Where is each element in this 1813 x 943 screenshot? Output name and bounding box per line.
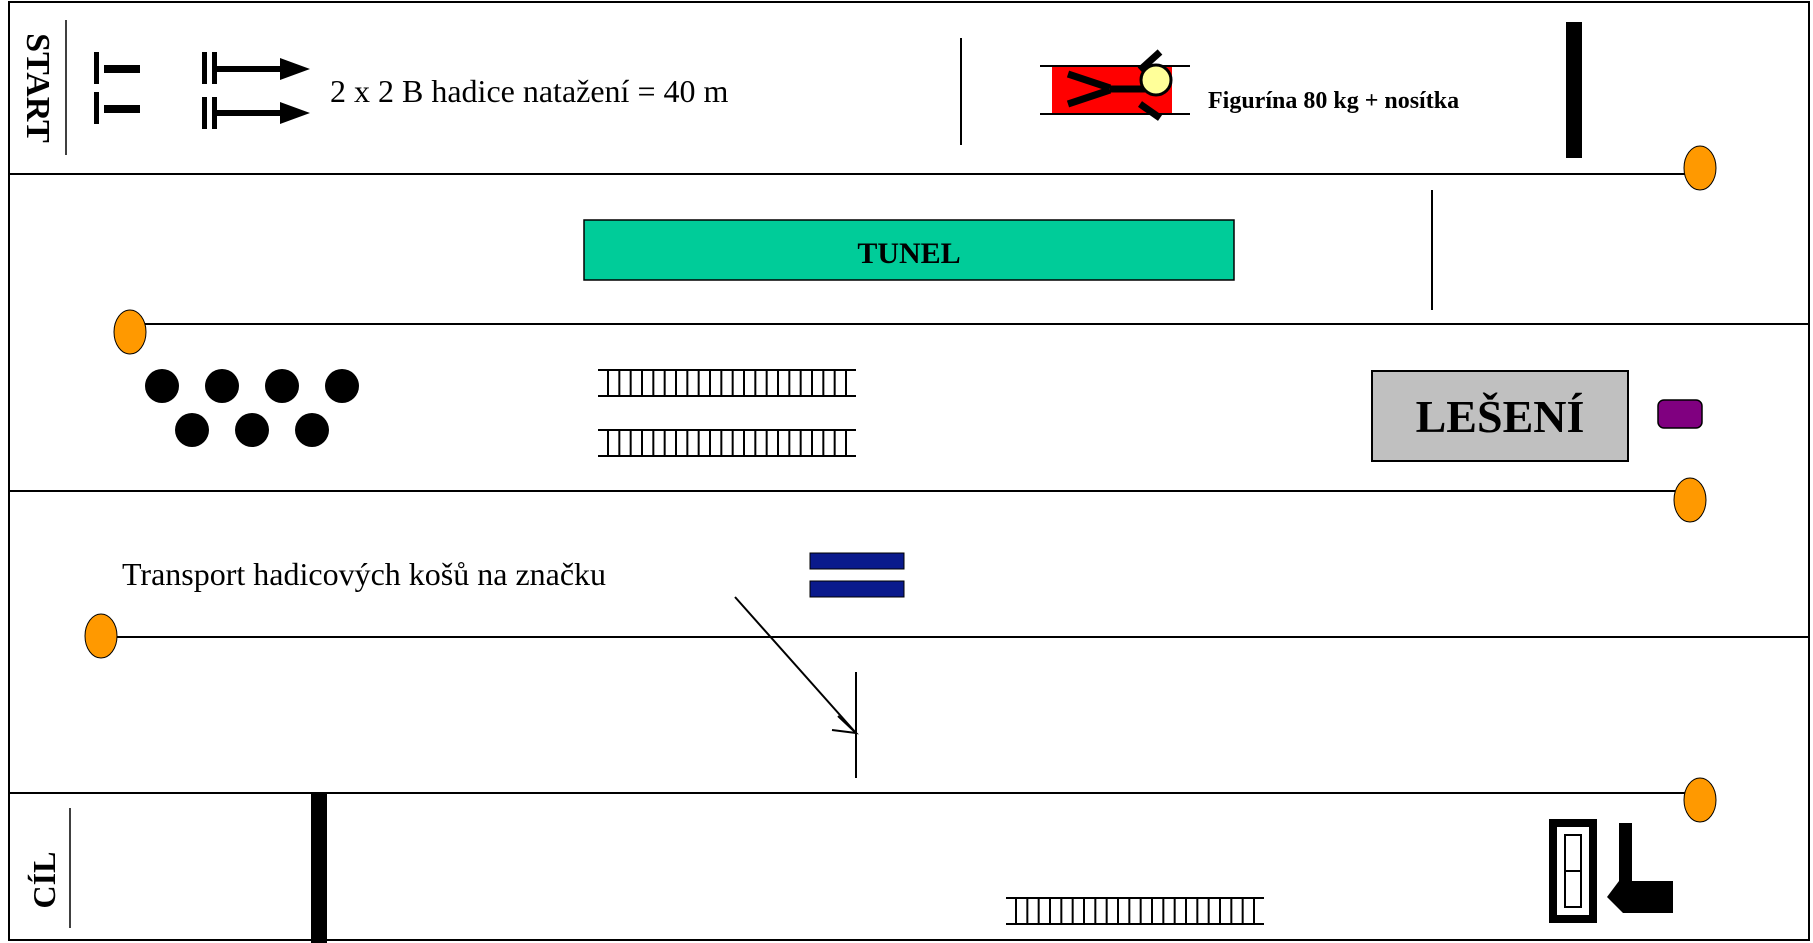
cone-marker-icon — [1683, 777, 1717, 823]
ladder-icon — [1006, 897, 1264, 925]
finish-label: CÍL — [26, 852, 62, 909]
hose-text: 2 x 2 B hadice natažení = 40 m — [330, 73, 728, 109]
ladder-icon — [598, 369, 856, 397]
outer-frame — [8, 1, 1810, 941]
tunnel-label: TUNEL — [857, 237, 960, 270]
lane1-end-bar — [1566, 22, 1582, 158]
tunnel-block — [583, 219, 1235, 281]
ladder-icon — [598, 429, 856, 457]
start-label: START — [19, 33, 56, 143]
purple-marker — [1657, 399, 1703, 429]
cone-marker-icon — [84, 613, 118, 659]
boot-icon — [1607, 823, 1673, 913]
cone-marker-icon — [1683, 145, 1717, 191]
hose-basket-icon — [809, 552, 905, 598]
scaffold-block — [1371, 370, 1629, 462]
dummy-figure-icon — [1040, 49, 1190, 121]
transport-arrow — [734, 596, 857, 734]
cone-marker-icon — [113, 309, 147, 355]
dummy-text: Figurína 80 kg + nosítka — [1208, 88, 1459, 114]
scaffold-label: LEŠENÍ — [1416, 391, 1585, 442]
finish-bar — [311, 793, 327, 943]
cabinet-icon — [1549, 819, 1597, 923]
cone-marker-icon — [1673, 477, 1707, 523]
double-arrow-icon — [94, 52, 310, 129]
transport-text: Transport hadicových košů na značku — [122, 556, 606, 592]
tire-dot-icon — [145, 369, 359, 447]
